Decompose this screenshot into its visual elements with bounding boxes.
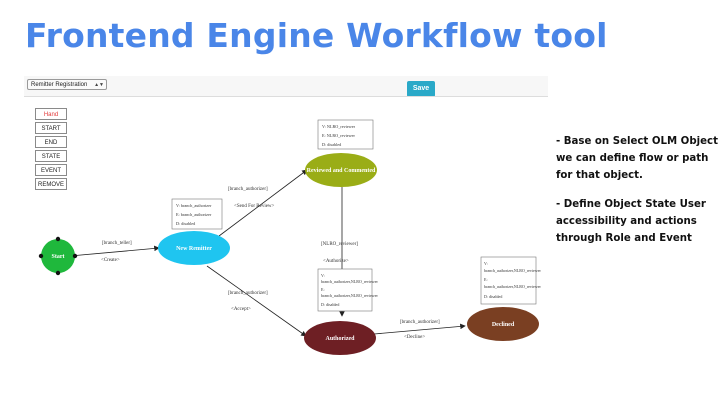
select-caret-icon: ▲▼ bbox=[94, 82, 104, 88]
connector-handle[interactable] bbox=[72, 253, 78, 259]
info-line: E: branch_authorizer bbox=[176, 212, 212, 217]
edge-label-role-5: [branch_authorizer] bbox=[400, 320, 440, 325]
info-box-new-remitter: V: branch_authorizer E: branch_authorize… bbox=[171, 198, 223, 230]
edge-label-role-3: [NLRO_reviewer] bbox=[321, 242, 358, 247]
connector-handle[interactable] bbox=[38, 253, 44, 259]
info-line: E: bbox=[321, 287, 325, 292]
edge-new-reviewed[interactable] bbox=[218, 169, 308, 237]
info-line: branch_authorizer,NLRO_reviewer bbox=[484, 284, 541, 290]
edge-label-event-5: <Decline> bbox=[404, 335, 425, 340]
workflow-canvas[interactable] bbox=[24, 96, 548, 384]
info-line: V: branch_authorizer bbox=[176, 203, 212, 208]
state-reviewed-shape[interactable] bbox=[305, 153, 377, 187]
bullet-2: - Define Object State User accessibility… bbox=[556, 199, 706, 244]
info-line: D: disabled bbox=[321, 302, 339, 307]
state-declined[interactable]: Declined bbox=[467, 307, 539, 341]
info-line: V: bbox=[484, 261, 488, 266]
tool-event[interactable]: EVENT bbox=[35, 164, 67, 176]
tool-start[interactable]: START bbox=[35, 122, 67, 134]
state-declined-label: Declined bbox=[492, 322, 515, 328]
edge-label-event-1: <Create> bbox=[101, 258, 120, 263]
state-new-remitter[interactable]: New Remitter bbox=[158, 231, 230, 265]
edge-new-authorized[interactable] bbox=[206, 265, 307, 337]
state-start[interactable]: Start bbox=[38, 236, 78, 276]
connector-handle[interactable] bbox=[55, 236, 61, 242]
state-authorized-label: Authorized bbox=[326, 336, 356, 342]
info-line: branch_authorizer,NLRO_reviewer bbox=[321, 293, 378, 299]
object-select[interactable]: Remitter Registration ▲▼ bbox=[27, 79, 107, 90]
tool-remove[interactable]: REMOVE bbox=[35, 178, 67, 190]
state-new-remitter-shape[interactable] bbox=[158, 231, 230, 265]
info-line: D: disabled bbox=[322, 142, 342, 147]
bullet-1: - Base on Select OLM Object we can defin… bbox=[556, 136, 718, 181]
save-button[interactable]: Save bbox=[407, 81, 435, 97]
info-line: D: disabled bbox=[176, 221, 196, 226]
state-authorized-shape[interactable] bbox=[304, 321, 376, 355]
tool-state[interactable]: STATE bbox=[35, 150, 67, 162]
info-line: branch_authorizer,NLRO_reviewer bbox=[484, 268, 541, 274]
info-box-declined: V: branch_authorizer,NLRO_reviewer E: br… bbox=[480, 256, 541, 305]
state-authorized[interactable]: Authorized bbox=[304, 321, 376, 355]
state-reviewed[interactable]: Reviewed and Commented bbox=[305, 153, 377, 187]
info-line: V: NLRO_reviewer bbox=[322, 124, 356, 129]
workflow-tool-screenshot: Remitter Registration ▲▼ Save Hand START… bbox=[24, 76, 548, 384]
edge-authorized-declined[interactable] bbox=[373, 323, 466, 335]
edge-label-role-1: [branch_teller] bbox=[102, 241, 132, 246]
info-line: D: disabled bbox=[484, 294, 502, 299]
state-start-shape[interactable] bbox=[41, 239, 75, 273]
edge-label-event-3: <Authorize> bbox=[323, 259, 349, 264]
state-reviewed-label: Reviewed and Commented bbox=[307, 168, 376, 174]
state-declined-shape[interactable] bbox=[467, 307, 539, 341]
object-select-value: Remitter Registration bbox=[31, 82, 88, 88]
slide-title: Frontend Engine Workflow tool bbox=[25, 16, 608, 55]
description-bullets: - Base on Select OLM Object we can defin… bbox=[556, 133, 718, 259]
info-line: E: NLRO_reviewer bbox=[322, 133, 356, 138]
edge-label-event-4: <Accept> bbox=[231, 307, 251, 312]
connector-handle[interactable] bbox=[55, 270, 61, 276]
info-line: V: bbox=[321, 273, 325, 278]
state-start-label: Start bbox=[52, 254, 65, 260]
info-line: E: bbox=[484, 277, 488, 282]
state-new-remitter-label: New Remitter bbox=[176, 246, 212, 252]
edge-label-role-4: [branch_authorizer] bbox=[228, 291, 268, 296]
info-box-authorized: V: branch_authorizer,NLRO_reviewer E: br… bbox=[317, 268, 378, 312]
tool-palette: Hand START END STATE EVENT REMOVE bbox=[35, 108, 67, 192]
edge-label-role-2: [branch_authorizer] bbox=[228, 187, 268, 192]
tool-hand[interactable]: Hand bbox=[35, 108, 67, 120]
edge-label-event-2: <Send For Review> bbox=[234, 204, 275, 209]
edge-start-new[interactable] bbox=[69, 245, 160, 257]
tool-end[interactable]: END bbox=[35, 136, 67, 148]
info-box-reviewed: V: NLRO_reviewer E: NLRO_reviewer D: dis… bbox=[317, 119, 374, 150]
workflow-diagram: [branch_teller] <Create> [branch_authori… bbox=[38, 119, 541, 355]
info-line: branch_authorizer,NLRO_reviewer bbox=[321, 279, 378, 285]
